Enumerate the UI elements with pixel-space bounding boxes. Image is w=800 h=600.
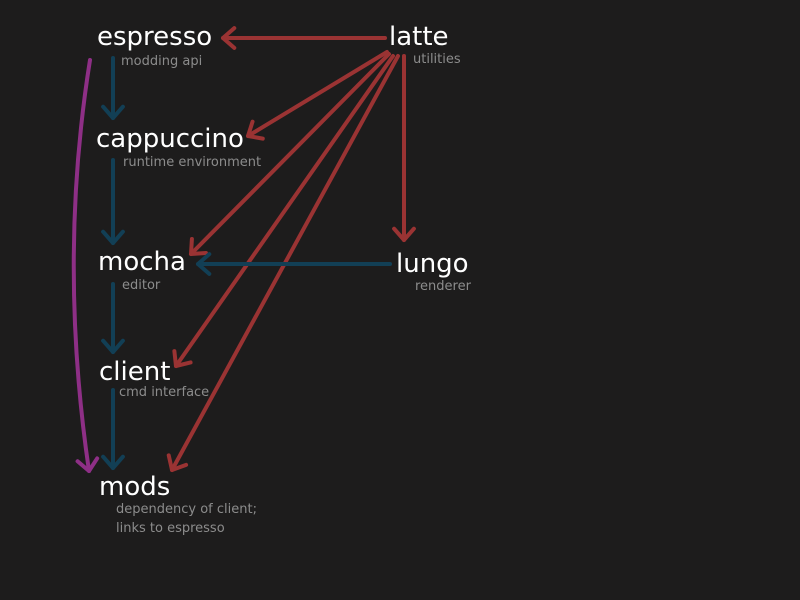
node-cappuccino-title: cappuccino bbox=[96, 124, 244, 154]
edge-espresso-to-mods bbox=[71, 58, 100, 473]
arrowhead-icon bbox=[246, 119, 265, 141]
edge-line bbox=[71, 58, 92, 473]
node-espresso-description: modding api bbox=[121, 54, 203, 69]
edge-line bbox=[189, 52, 391, 256]
edge-latte-to-lungo bbox=[392, 54, 416, 242]
arrowhead-icon bbox=[172, 349, 193, 368]
node-latte-title: latte bbox=[389, 22, 449, 52]
edge-cappuccino-to-mocha bbox=[101, 158, 125, 245]
edge-mocha-to-client bbox=[101, 282, 125, 354]
arrowhead-icon bbox=[196, 252, 212, 276]
node-mocha-title: mocha bbox=[98, 247, 186, 277]
arrowhead-icon bbox=[101, 338, 125, 354]
edge-espresso-to-cappuccino bbox=[101, 56, 125, 120]
edge-latte-to-mocha bbox=[189, 52, 391, 256]
node-mocha-description: editor bbox=[122, 278, 161, 293]
arrowhead-icon bbox=[189, 237, 208, 256]
edge-latte-to-cappuccino bbox=[246, 50, 389, 141]
node-mods-description-line-2: links to espresso bbox=[116, 521, 225, 536]
arrowhead-icon bbox=[101, 454, 125, 470]
node-latte-description: utilities bbox=[413, 52, 461, 67]
edge-client-to-mods bbox=[101, 388, 125, 470]
edge-latte-to-client bbox=[172, 54, 395, 368]
node-mods-title: mods bbox=[99, 472, 171, 502]
arrowhead-icon bbox=[101, 104, 125, 120]
arrowhead-icon bbox=[392, 226, 416, 242]
node-client-description: cmd interface bbox=[119, 385, 210, 400]
node-cappuccino-description: runtime environment bbox=[123, 155, 262, 170]
node-lungo-title: lungo bbox=[396, 249, 469, 279]
arrowhead-icon bbox=[166, 453, 189, 472]
arrowhead-icon bbox=[75, 456, 100, 473]
node-lungo-description: renderer bbox=[415, 279, 471, 294]
arrowhead-icon bbox=[101, 229, 125, 245]
node-espresso-title: espresso bbox=[97, 22, 213, 52]
edge-latte-to-espresso bbox=[221, 26, 387, 50]
node-client-title: client bbox=[99, 357, 171, 387]
arrowhead-icon bbox=[221, 26, 237, 50]
edge-lungo-to-mocha bbox=[196, 252, 392, 276]
edge-line bbox=[174, 54, 395, 368]
edge-line bbox=[246, 50, 389, 138]
node-mods-description-line-1: dependency of client; bbox=[116, 502, 257, 517]
